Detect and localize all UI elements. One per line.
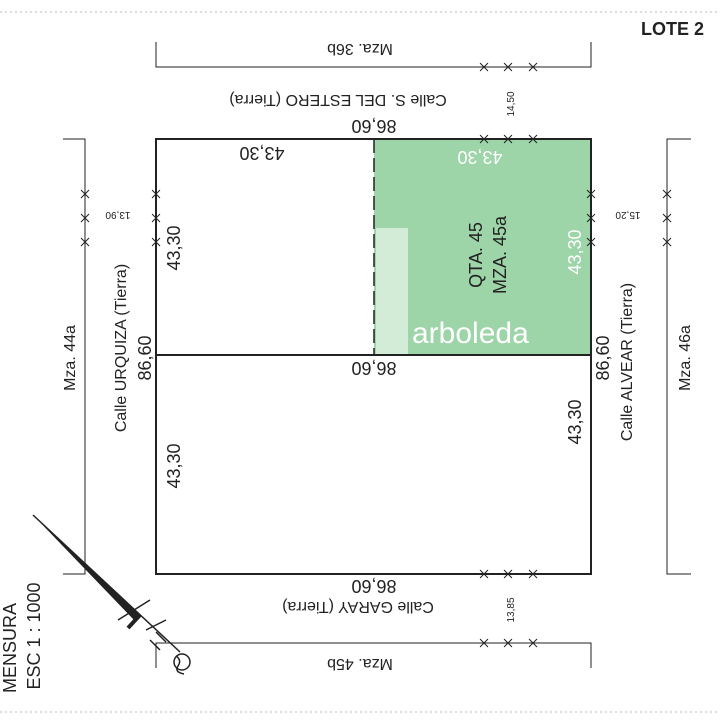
block-right-label: Mza. 46a	[677, 325, 694, 391]
block-bottom-outline	[155, 642, 592, 668]
dimension-top-left-half: 43,30	[239, 143, 284, 163]
block-right-outline	[666, 138, 691, 575]
street-right-label: Calle ALVEAR (Tierra)	[619, 283, 636, 441]
dimension-right-total: 86,60	[593, 335, 613, 380]
street-width-right: 15,20	[615, 209, 640, 220]
block-bottom-label: Mza. 45b	[327, 655, 393, 672]
dimension-left-total: 86,60	[135, 335, 155, 380]
highlighted-lot	[374, 139, 591, 355]
street-width-left: 13,90	[105, 209, 130, 220]
dimension-left-upper: 43,30	[164, 225, 184, 270]
dimension-right-upper: 43,30	[565, 229, 585, 274]
street-width-bottom: 13,85	[506, 597, 517, 622]
lot-label-line1: QTA. 45	[466, 222, 486, 288]
scale-note-line2: ESC 1 : 1000	[24, 582, 44, 689]
dimension-right-lower: 43,30	[565, 399, 585, 444]
dimension-middle: 86,60	[351, 358, 396, 378]
dimension-top-total: 86,60	[351, 116, 396, 136]
street-width-top: 14,50	[506, 91, 517, 116]
arboleda-logo-icon	[376, 228, 408, 354]
dimension-left-lower: 43,30	[164, 443, 184, 488]
street-top-label: Calle S. DEL ESTERO (Tierra)	[229, 91, 447, 108]
lot-label-line2: MZA. 45a	[490, 215, 510, 294]
dimension-bottom-total: 86,60	[351, 576, 396, 596]
block-left-outline	[63, 138, 86, 575]
scale-note-line1: MENSURA	[0, 603, 20, 693]
logo-text: arboleda	[412, 317, 529, 350]
block-top-label: Mza. 36b	[327, 40, 393, 57]
lot-title: LOTE 2	[641, 19, 704, 39]
dimension-top-right-half: 43,30	[457, 147, 502, 167]
street-left-label: Calle URQUIZA (Tierra)	[113, 264, 130, 432]
block-left-label: Mza. 44a	[62, 325, 79, 391]
block-top-outline	[155, 42, 592, 68]
street-bottom-label: Calle GARAY (Tierra)	[282, 598, 434, 615]
tick-marks	[80, 62, 672, 648]
north-arrow-icon	[32, 514, 191, 675]
